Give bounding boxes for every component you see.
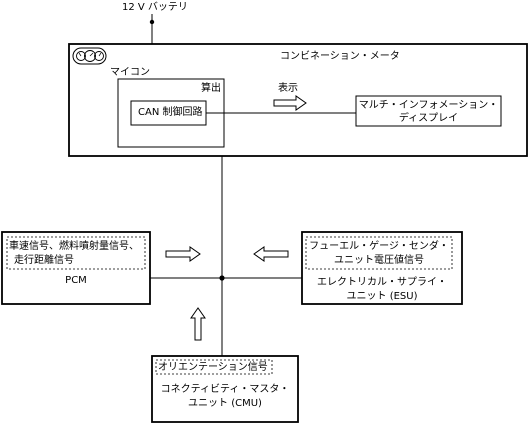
esu-signal-box [305,236,453,270]
esu-arrow-icon [253,246,289,262]
esu-name-1: エレクトリカル・サプライ・ [317,277,447,288]
cmu-name-1: コネクティビティ・マスタ・ [160,384,290,395]
display-arrow-icon [273,95,307,111]
pcm-arrow-icon [165,246,201,262]
pcm-signal-box [6,236,146,270]
can-control-label: CAN 制御回路 [138,107,203,118]
multi-info-display-label-1: マルチ・インフォメーション・ [358,100,499,111]
calc-label: 算出 [201,83,221,94]
pcm-box [1,231,151,305]
esu-box [301,231,463,305]
esu-signal-label-1: フューエル・ゲージ・センダ・ [309,241,449,252]
cmu-signal-label: オリエンテーション信号 [158,362,268,373]
pcm-signal-label-2: 走行距離信号 [14,255,74,266]
microcomputer-label: マイコン [110,67,150,78]
cmu-arrow-icon [190,307,206,341]
battery-label: 12 V バッテリ [122,2,188,13]
battery-junction [149,19,155,25]
cmu-box [151,355,299,423]
pcm-signal-label-1: 車速信号、燃料噴射量信号、 [9,241,139,252]
pcm-name: PCM [65,275,87,286]
multi-info-display-box [355,95,502,127]
esu-signal-label-2: ユニット電圧値信号 [334,255,424,266]
gauge-cluster-icon [72,47,107,65]
bus-junction [219,275,225,281]
esu-name-2: ユニット (ESU) [346,291,418,302]
combination-meter-box [68,43,528,157]
cmu-signal-box [155,359,273,375]
display-arrow-label: 表示 [278,83,298,94]
multi-info-display-label-2: ディスプレイ [398,113,459,124]
cmu-name-2: ユニット (CMU) [188,398,262,409]
combination-meter-title: コンビネーション・メータ [280,51,400,62]
